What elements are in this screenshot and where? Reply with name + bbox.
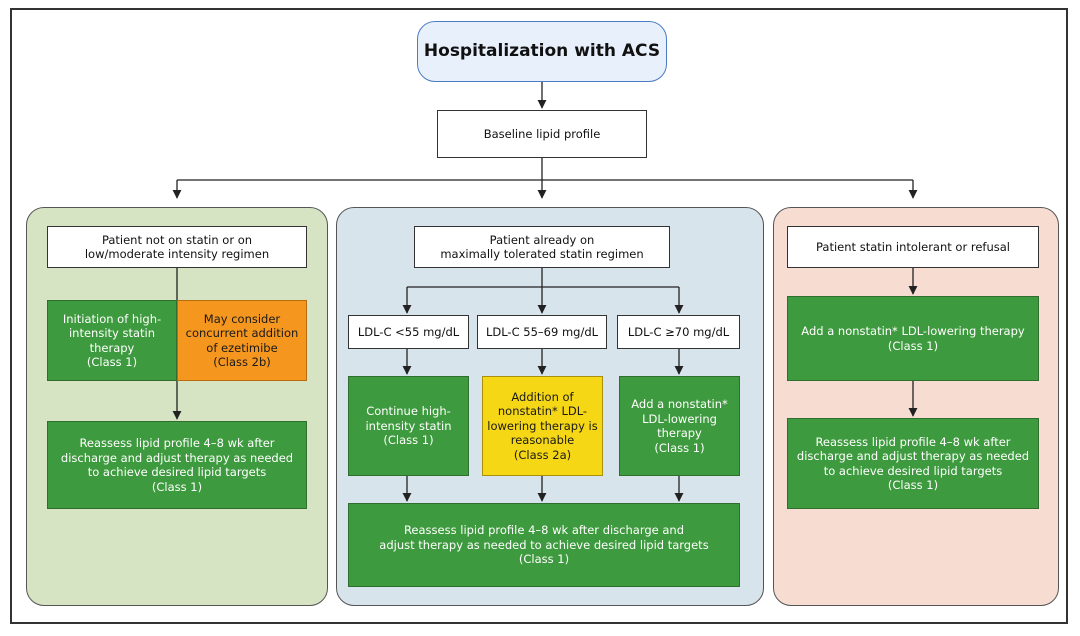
panel-right: [773, 207, 1059, 606]
middle-header-box: Patient already on maximally tolerated s…: [414, 226, 670, 268]
baseline-lipid-profile-box: Baseline lipid profile: [437, 110, 647, 158]
right-add-nonstatin-box: Add a nonstatin* LDL-lowering therapy (C…: [787, 296, 1039, 381]
middle-reassess-box: Reassess lipid profile 4–8 wk after disc…: [348, 503, 740, 587]
add-nonstatin-box: Add a nonstatin* LDL-lowering therapy (C…: [619, 376, 740, 476]
ezetimibe-box: May consider concurrent addition of ezet…: [177, 300, 307, 381]
ldl-low-box: LDL-C <55 mg/dL: [348, 315, 469, 349]
ldl-high-box: LDL-C ≥70 mg/dL: [617, 315, 740, 349]
initiation-statin-box: Initiation of high- intensity statin the…: [47, 300, 177, 381]
right-header-box: Patient statin intolerant or refusal: [787, 226, 1039, 268]
left-reassess-box: Reassess lipid profile 4–8 wk after disc…: [47, 421, 307, 509]
continue-statin-box: Continue high- intensity statin (Class 1…: [348, 376, 469, 476]
addition-nonstatin-box: Addition of nonstatin* LDL- lowering the…: [482, 376, 603, 476]
left-header-box: Patient not on statin or on low/moderate…: [47, 226, 307, 268]
right-reassess-box: Reassess lipid profile 4–8 wk after disc…: [787, 418, 1039, 509]
title-box: Hospitalization with ACS: [417, 21, 667, 82]
ldl-mid-box: LDL-C 55–69 mg/dL: [477, 315, 607, 349]
